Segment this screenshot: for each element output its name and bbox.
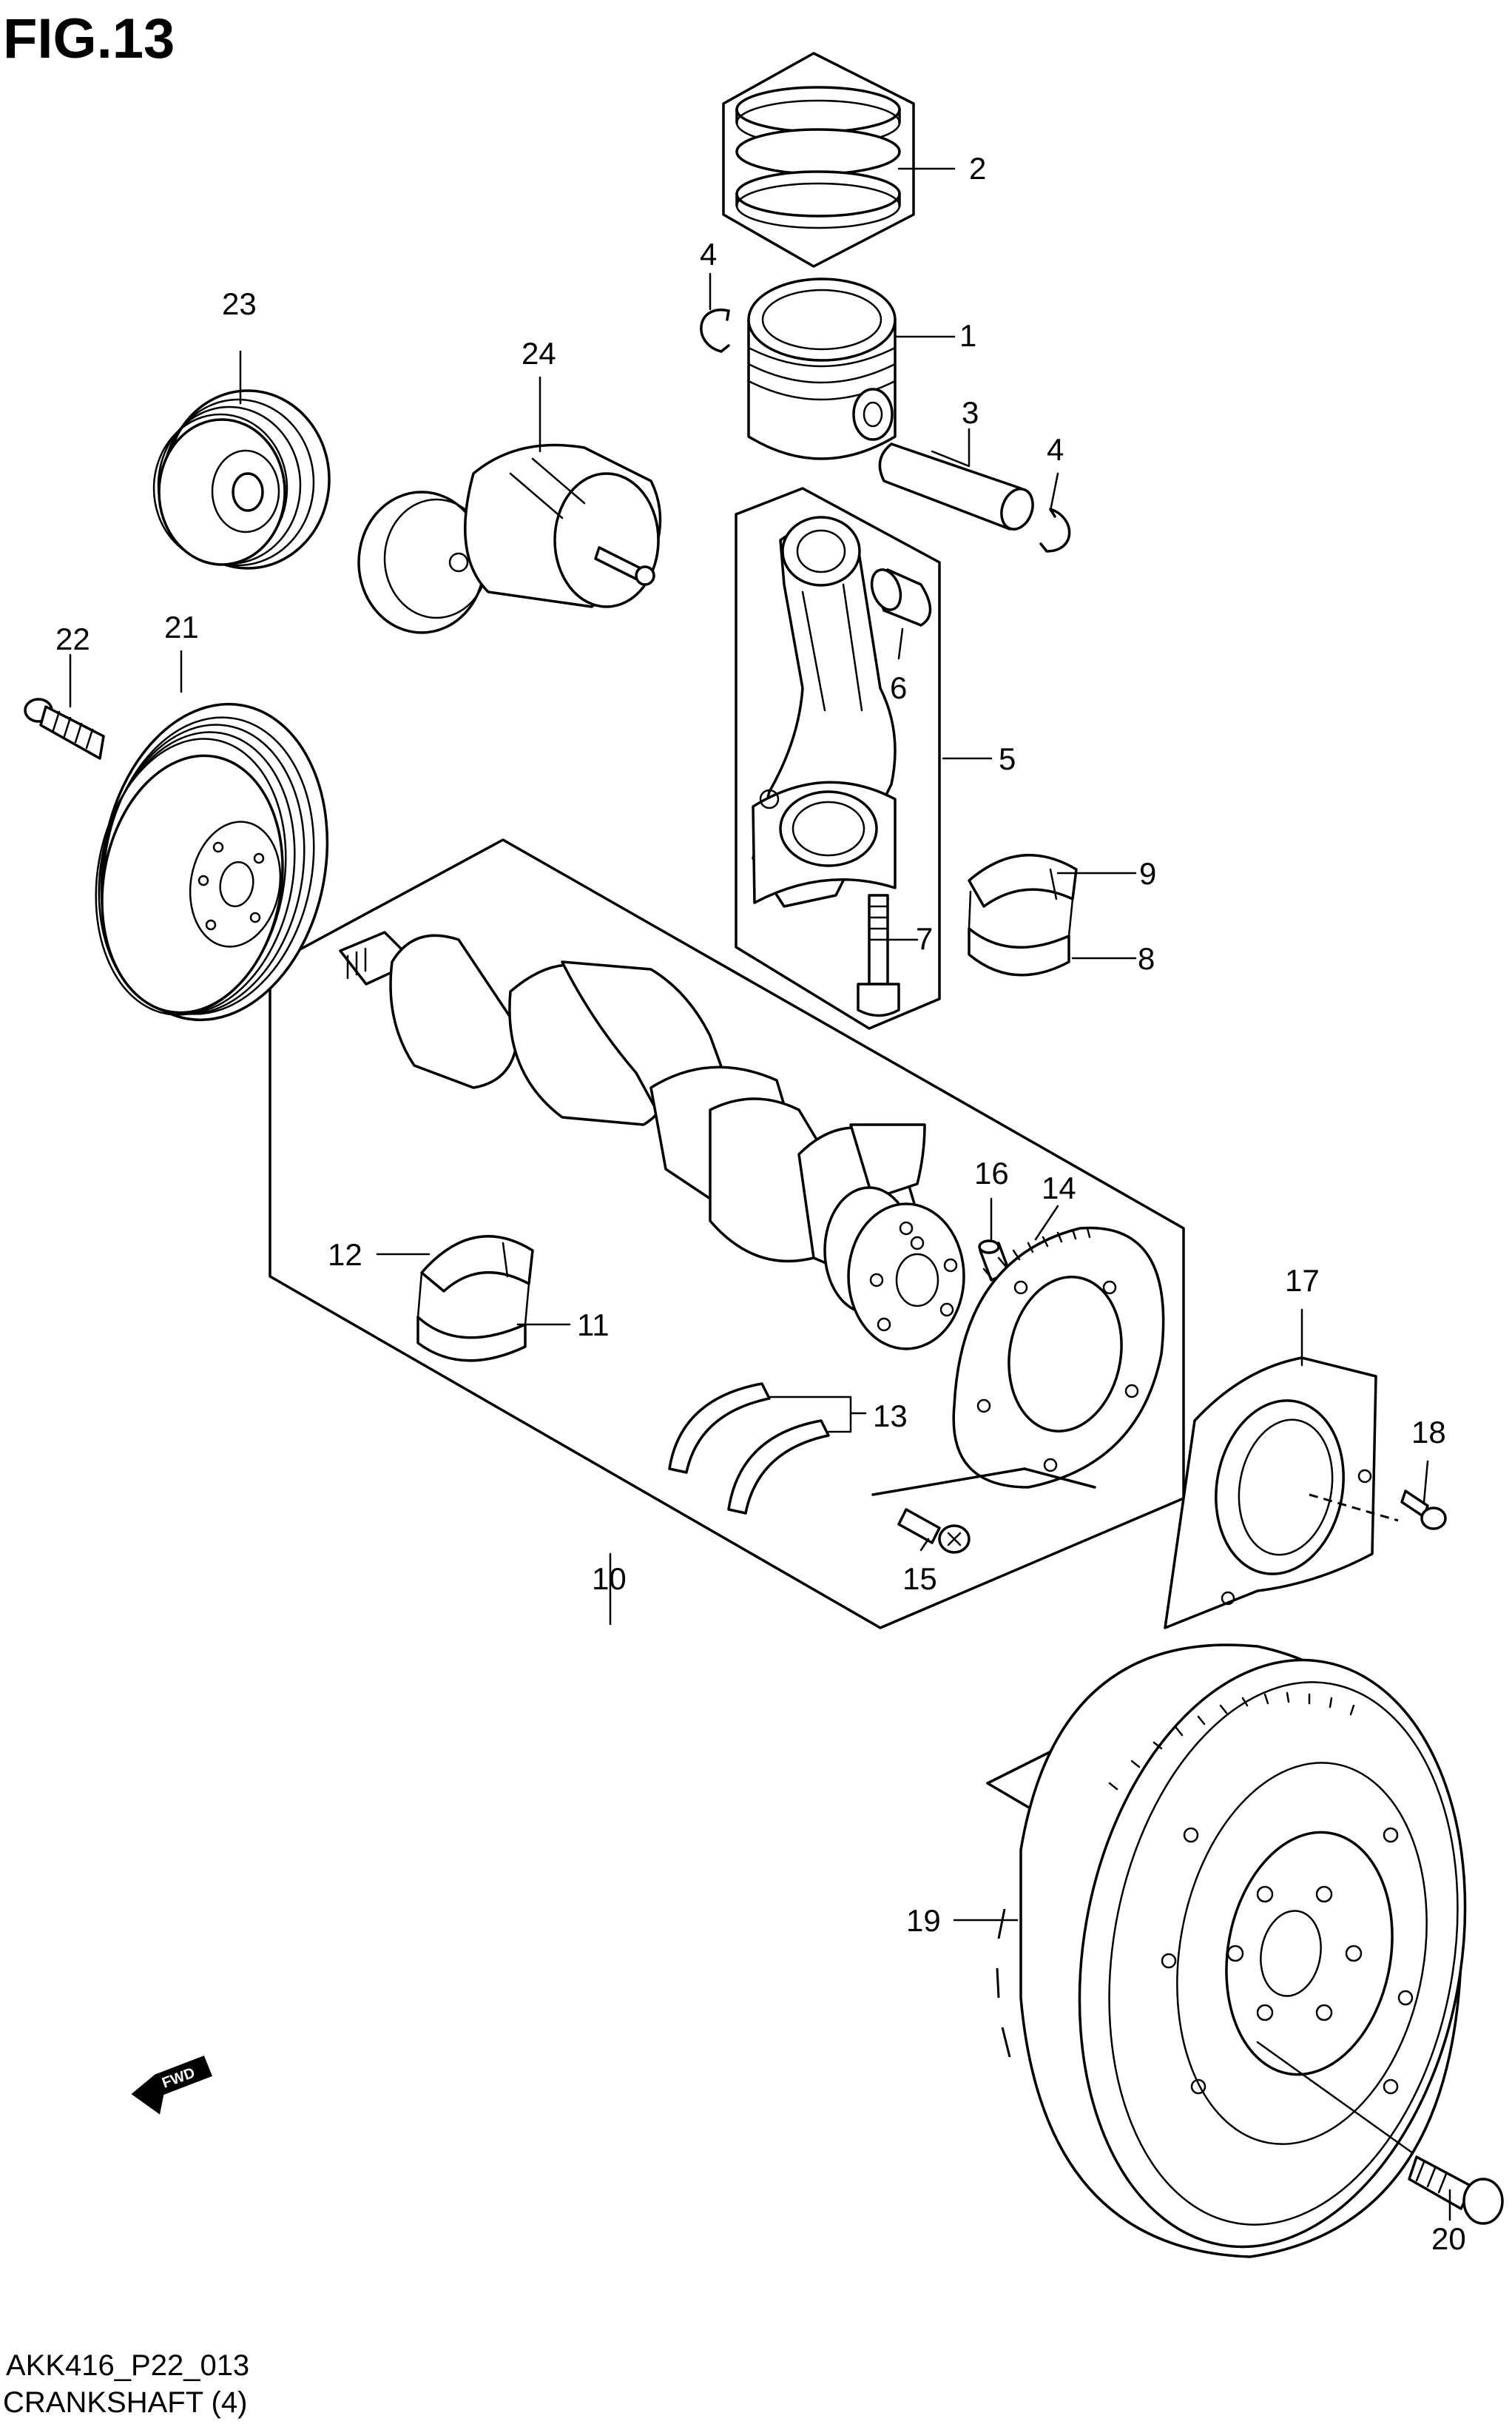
- callout-2: 2: [969, 151, 986, 186]
- callout-4-right: 4: [1047, 432, 1064, 467]
- figure-code: AKK416_P22_013: [6, 2349, 249, 2382]
- callout-12: 12: [328, 1237, 362, 1272]
- thrust-washer-right: [727, 1419, 830, 1515]
- seal-housing-bolt: [1309, 1489, 1447, 1530]
- rod-bearing-upper: [968, 854, 1078, 908]
- pulley-bolt: [24, 698, 105, 760]
- rear-oil-seal-housing: [1164, 1356, 1377, 1629]
- callout-5: 5: [999, 741, 1016, 776]
- callout-11: 11: [577, 1307, 610, 1342]
- connecting-rod-group: [735, 487, 941, 1030]
- callout-4-left: 4: [700, 237, 717, 272]
- figure-caption: CRANKSHAFT (4): [3, 2386, 247, 2419]
- leader-lines: [69, 167, 1451, 2221]
- callout-16: 16: [974, 1156, 1009, 1191]
- idler-pulley: [152, 389, 331, 570]
- callout-19: 19: [906, 1903, 941, 1938]
- callout-13: 13: [873, 1398, 908, 1433]
- callout-10: 10: [592, 1561, 627, 1596]
- callout-18: 18: [1411, 1415, 1446, 1450]
- sensor-plate: [952, 1226, 1165, 1489]
- thrust-washer-left: [668, 1382, 771, 1474]
- fwd-arrow-icon: FWD: [131, 2056, 212, 2115]
- belt-tensioner: [357, 443, 662, 634]
- rod-bushing: [870, 568, 932, 627]
- sensor-plate-screw: [871, 1467, 1096, 1554]
- callout-8: 8: [1138, 941, 1155, 976]
- main-bearing-lower: [416, 1271, 530, 1362]
- callout-15: 15: [902, 1561, 937, 1596]
- flywheel-bolt: [1256, 2041, 1504, 2225]
- rod-bolt: [857, 894, 900, 1017]
- figure-title: FIG.13: [3, 7, 175, 70]
- rod-bearing-lower: [968, 890, 1074, 977]
- callout-7: 7: [916, 921, 933, 956]
- piston-rings: [722, 52, 915, 268]
- circlip-left: [700, 309, 730, 353]
- callout-24: 24: [522, 336, 556, 371]
- callout-22: 22: [55, 622, 90, 656]
- circlip-right: [1039, 508, 1071, 553]
- crankshaft-group: [269, 838, 1185, 1629]
- callout-3: 3: [962, 395, 979, 430]
- piston-pin: [878, 442, 1034, 531]
- piston: [747, 277, 897, 460]
- callout-14: 14: [1042, 1171, 1076, 1205]
- callout-9: 9: [1139, 856, 1156, 891]
- callout-17: 17: [1285, 1263, 1320, 1298]
- flywheel: [986, 1643, 1467, 2258]
- callout-23: 23: [222, 286, 257, 321]
- callout-20: 20: [1431, 2221, 1466, 2256]
- crankshaft-pulley: [95, 702, 329, 1022]
- callout-6: 6: [890, 670, 907, 705]
- callout-1: 1: [959, 318, 976, 353]
- main-bearing-upper: [420, 1235, 534, 1293]
- callout-21: 21: [164, 610, 199, 644]
